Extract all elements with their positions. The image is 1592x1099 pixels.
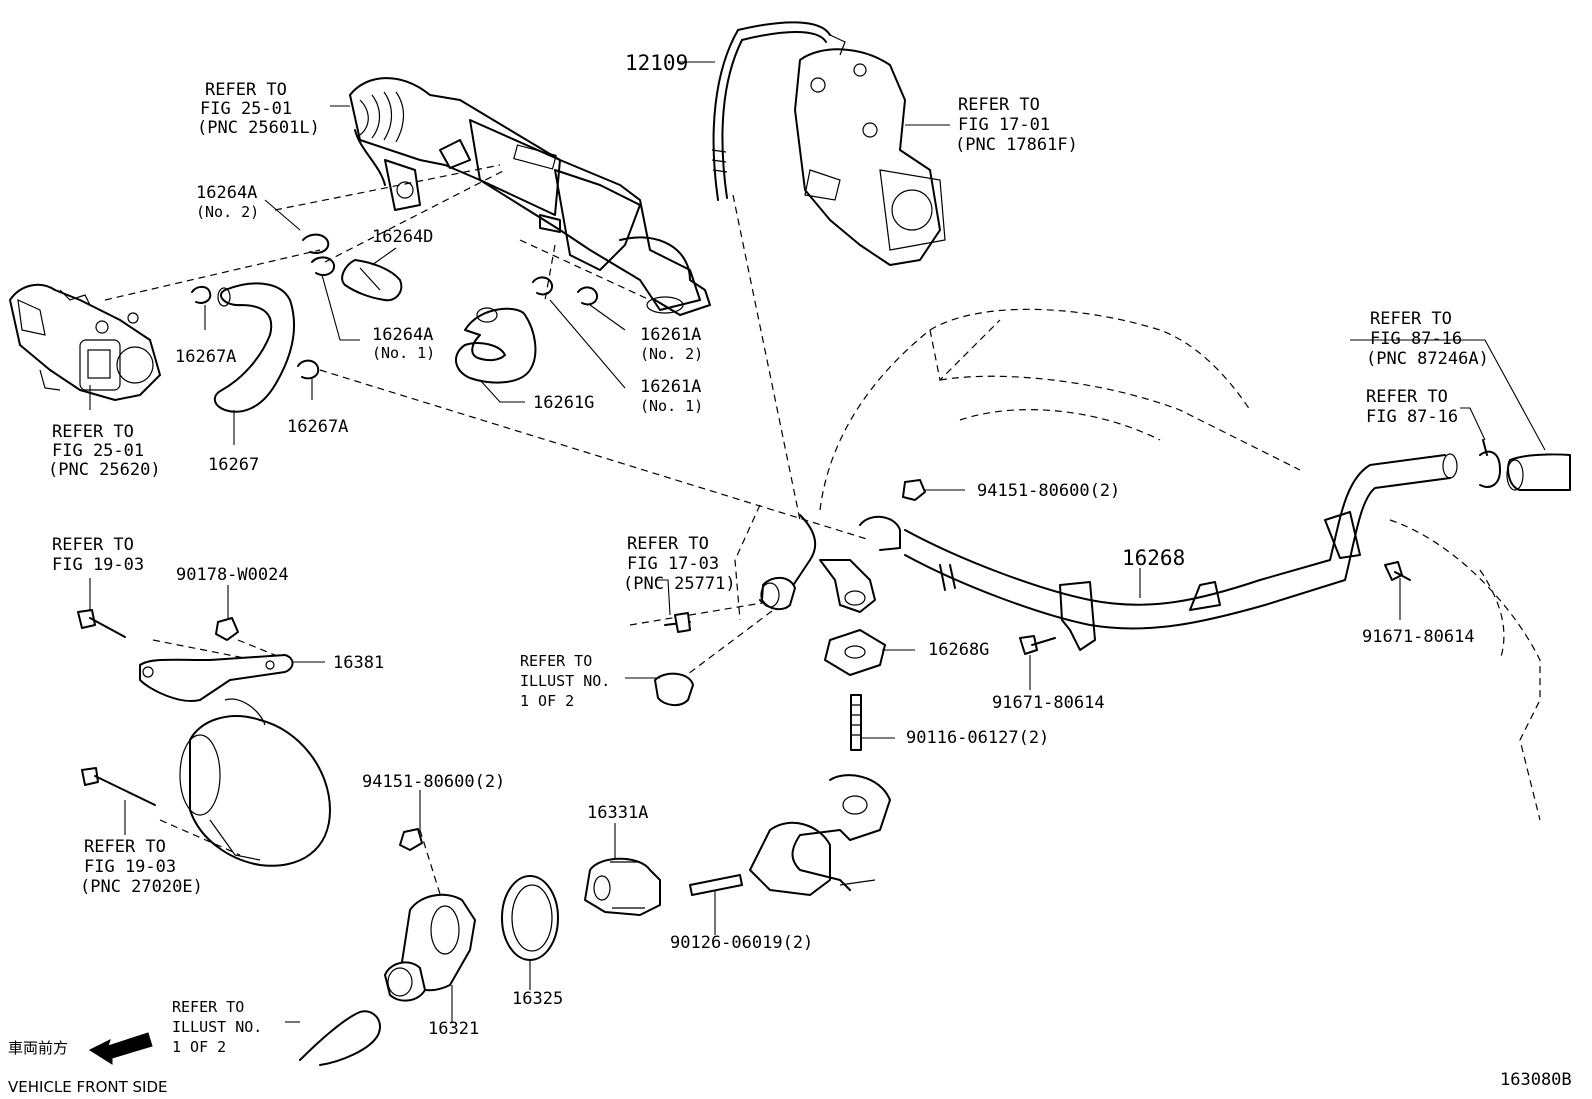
egr-valve-left	[9, 283, 161, 401]
refer-text: (PNC 27020E)	[80, 877, 203, 897]
engine-outline	[734, 308, 1541, 821]
part-16267a-bottom[interactable]: 16267A	[287, 417, 348, 437]
refer-label-19-03: REFER TO FIG 19-03	[52, 535, 144, 575]
part-90178[interactable]: 90178-W0024	[176, 565, 289, 585]
part-16267a-top[interactable]: 16267A	[175, 347, 236, 367]
refer-text: (PNC 17861F)	[955, 135, 1078, 155]
part-16325[interactable]: 16325	[512, 989, 563, 1009]
part-16261a-no2[interactable]: 16261A	[640, 325, 701, 345]
refer-text: REFER TO	[84, 837, 166, 857]
refer-text: REFER TO	[627, 534, 709, 554]
thermostat-assembly	[384, 774, 891, 1002]
part-16264a-no2-note: (No. 2)	[196, 203, 259, 221]
egr-valve-right	[794, 34, 946, 266]
refer-text: REFER TO	[205, 80, 287, 100]
refer-text: REFER TO	[1370, 309, 1452, 329]
front-side-japanese: 車両前方	[8, 1039, 68, 1057]
part-16261a-no1-note: (No. 1)	[640, 397, 703, 415]
part-94151-bottom[interactable]: 94151-80600(2)	[362, 772, 505, 792]
refer-text: 1 OF 2	[520, 692, 574, 710]
diagram-id: 163080B	[1500, 1070, 1572, 1090]
part-16264a-no1[interactable]: 16264A	[372, 325, 433, 345]
refer-label-25601l: REFER TO FIG 25-01 (PNC 25601L)	[197, 80, 320, 138]
refer-label-illust-b: REFER TO ILLUST NO. 1 OF 2	[172, 998, 262, 1056]
part-16381[interactable]: 16381	[333, 653, 384, 673]
part-number-labels[interactable]: 12109 16264A (No. 2) 16264D 16264A (No. …	[175, 51, 1475, 1039]
refer-text: REFER TO	[52, 422, 134, 442]
refer-text: FIG 87-16	[1370, 329, 1462, 349]
part-16261a-no1[interactable]: 16261A	[640, 377, 701, 397]
alternator	[179, 698, 331, 867]
refer-text: REFER TO	[172, 998, 244, 1016]
part-16261g[interactable]: 16261G	[533, 393, 594, 413]
refer-label-87246a: REFER TO FIG 87-16 (PNC 87246A)	[1366, 309, 1489, 369]
part-16267[interactable]: 16267	[208, 455, 259, 475]
part-16261a-no2-note: (No. 2)	[640, 345, 703, 363]
hoses-left	[191, 233, 599, 413]
refer-text: FIG 87-16	[1366, 407, 1458, 427]
part-94151-top[interactable]: 94151-80600(2)	[977, 481, 1120, 501]
part-16331a[interactable]: 16331A	[587, 803, 648, 823]
part-16264d[interactable]: 16264D	[372, 227, 433, 247]
refer-text: FIG 17-03	[627, 554, 719, 574]
leader-lines	[89, 61, 1546, 1023]
front-side-english: VEHICLE FRONT SIDE	[8, 1078, 168, 1096]
part-91671-right[interactable]: 91671-80614	[1362, 627, 1475, 647]
fasteners	[77, 479, 1411, 896]
refer-text: ILLUST NO.	[520, 672, 610, 690]
refer-text: FIG 19-03	[52, 555, 144, 575]
part-90126[interactable]: 90126-06019(2)	[670, 933, 813, 953]
part-16268[interactable]: 16268	[1122, 546, 1185, 570]
refer-text: (PNC 25771)	[623, 574, 736, 594]
front-arrow-icon	[88, 1032, 153, 1065]
part-16264a-no1-note: (No. 1)	[372, 344, 435, 362]
refer-text: (PNC 25601L)	[197, 118, 320, 138]
refer-text: FIG 17-01	[958, 115, 1050, 135]
bracket-16381	[139, 654, 294, 702]
part-16268g[interactable]: 16268G	[928, 640, 989, 660]
refer-label-87-16: REFER TO FIG 87-16	[1366, 387, 1458, 427]
part-91671-mid[interactable]: 91671-80614	[992, 693, 1105, 713]
refer-text: REFER TO	[958, 95, 1040, 115]
refer-label-illust-a: REFER TO ILLUST NO. 1 OF 2	[520, 652, 610, 710]
hoses-right	[1479, 439, 1571, 491]
illust-pipes	[299, 612, 694, 1066]
refer-text: REFER TO	[1366, 387, 1448, 407]
refer-label-25620: REFER TO FIG 25-01 (PNC 25620)	[48, 422, 161, 480]
part-16264a-no2[interactable]: 16264A	[196, 183, 257, 203]
refer-text: (PNC 25620)	[48, 460, 161, 480]
refer-text: FIG 25-01	[52, 441, 144, 461]
vehicle-front-indicator: 車両前方 VEHICLE FRONT SIDE	[8, 1032, 168, 1096]
tube-12109	[711, 21, 831, 201]
refer-text: FIG 19-03	[84, 857, 176, 877]
egr-cooler	[349, 77, 711, 316]
part-16321[interactable]: 16321	[428, 1019, 479, 1039]
refer-label-17861f: REFER TO FIG 17-01 (PNC 17861F)	[955, 95, 1078, 155]
refer-label-group: REFER TO FIG 25-01 (PNC 25601L) REFER TO…	[48, 80, 1489, 1056]
refer-text: 1 OF 2	[172, 1038, 226, 1056]
refer-text: REFER TO	[52, 535, 134, 555]
alignment-lines	[104, 164, 871, 911]
refer-text: (PNC 87246A)	[1366, 349, 1489, 369]
refer-text: FIG 25-01	[200, 99, 292, 119]
refer-label-25771: REFER TO FIG 17-03 (PNC 25771)	[623, 534, 736, 594]
refer-text: REFER TO	[520, 652, 592, 670]
refer-label-27020e: REFER TO FIG 19-03 (PNC 27020E)	[80, 837, 203, 897]
water-pipe-16268	[759, 453, 1458, 651]
part-90116[interactable]: 90116-06127(2)	[906, 728, 1049, 748]
refer-text: ILLUST NO.	[172, 1018, 262, 1036]
part-12109[interactable]: 12109	[625, 51, 688, 75]
